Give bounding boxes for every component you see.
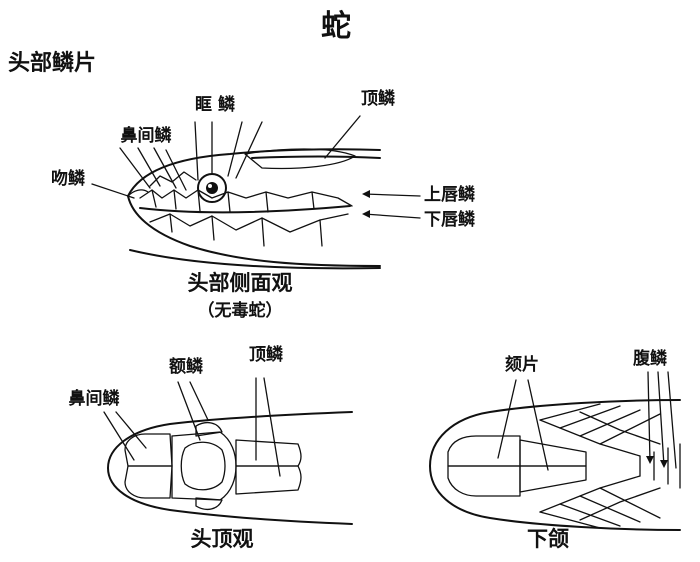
- ventral-scale-lines: [639, 443, 681, 489]
- jaw-view-outline: [429, 399, 681, 531]
- mouth-line: [139, 205, 351, 214]
- lower-labial-scales: [149, 213, 349, 233]
- upper-labial-leader-line: [363, 193, 421, 197]
- lower-labial-arrowhead: [362, 210, 370, 218]
- top-parietal-scale-upper: [235, 439, 302, 467]
- lower-labial-dividers: [169, 213, 323, 247]
- parietal-leader-line: [324, 115, 361, 159]
- top-internasal-leaders: [103, 411, 147, 461]
- label-frontal-scale: 额鳞: [169, 356, 204, 377]
- top-supraocular-lower: [195, 497, 223, 511]
- top-frontal-leaders: [177, 381, 209, 441]
- chin-shield-leaders: [497, 379, 549, 471]
- top-parietal-scale-lower: [235, 465, 302, 495]
- top-view-leaders: [103, 377, 281, 477]
- rostral-tip: [127, 189, 149, 197]
- jaw-view-head-drawing: [429, 399, 681, 531]
- upper-labial-arrowhead: [362, 190, 370, 198]
- subcaption-non-venomous: （无毒蛇）: [198, 300, 283, 321]
- chin-shield-lower: [447, 465, 521, 497]
- upper-labial-scales: [139, 189, 353, 207]
- caption-top-view: 头顶观: [191, 527, 254, 551]
- neck-line-upper: [251, 155, 381, 159]
- top-supraocular-upper: [195, 421, 223, 437]
- page-title: 蛇: [321, 9, 351, 44]
- gular-lattice-upper-b: [539, 411, 661, 457]
- ventral-leaders: [647, 371, 677, 469]
- side-view-head-drawing: [127, 148, 381, 270]
- parietal-plate: [244, 148, 356, 170]
- top-view-head-drawing: [107, 411, 353, 525]
- lower-labial-leader-line: [363, 213, 421, 219]
- snout-small-scales: [149, 171, 197, 187]
- top-frontal-inner: [180, 441, 226, 491]
- posterior-chin-lower: [519, 465, 587, 493]
- label-upper-labial-scales: 上唇鳞: [424, 184, 476, 205]
- eye-highlight: [208, 184, 212, 188]
- posterior-chin-upper: [519, 439, 587, 467]
- top-view-outline: [107, 411, 353, 525]
- caption-side-view: 头部侧面观: [188, 271, 293, 295]
- section-heading: 头部鳞片: [8, 50, 96, 76]
- label-parietal-scales-side: 顶鳞: [361, 88, 396, 109]
- gular-lattice-lower-b: [539, 475, 661, 521]
- chin-shield-upper: [447, 435, 521, 467]
- eye-pupil: [206, 182, 218, 194]
- ventral-arrowhead-2: [660, 460, 668, 468]
- head-top-outline: [127, 148, 381, 197]
- label-internasal-scales-side: 鼻间鳞: [121, 125, 173, 146]
- top-internasal-scales: [124, 433, 173, 467]
- upper-labial-dividers: [151, 189, 315, 213]
- side-view-leaders: [91, 115, 421, 219]
- neck-line-lower: [129, 249, 381, 270]
- label-ventral-scales: 腹鳞: [633, 348, 668, 369]
- label-chin-shields: 颏片: [505, 354, 539, 375]
- label-rostral-scale: 吻鳞: [51, 168, 86, 189]
- label-internasal-scales-top: 鼻间鳞: [69, 388, 121, 409]
- head-bottom-outline: [127, 195, 381, 267]
- top-internasal-scales-lower: [124, 465, 173, 499]
- label-parietal-scales-top: 顶鳞: [249, 344, 284, 365]
- label-orbital-scales: 眶 鳞: [195, 94, 236, 115]
- rostral-leader-line: [91, 183, 135, 199]
- caption-lower-jaw: 下颌: [527, 527, 569, 551]
- internasal-leader-lines: [119, 147, 187, 191]
- ventral-arrowhead-1: [646, 456, 654, 464]
- orbital-leader-lines: [194, 121, 263, 181]
- top-parietal-leaders: [255, 377, 281, 477]
- label-lower-labial-scales: 下唇鳞: [424, 209, 476, 230]
- jaw-view-leaders: [497, 371, 677, 471]
